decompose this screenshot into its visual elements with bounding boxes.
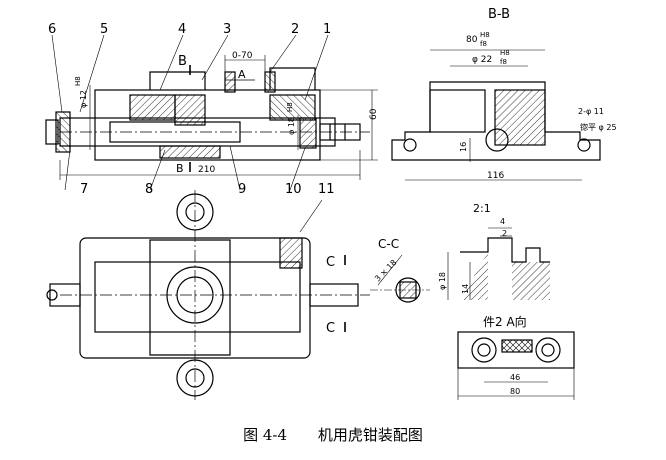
figure-number: 图 4-4 — [243, 426, 288, 444]
part-no-1: 1 — [323, 22, 331, 37]
section-c-bottom: C — [326, 321, 335, 336]
dim-width: 210 — [198, 165, 215, 175]
part2-view — [457, 331, 575, 400]
dim-phi18: φ 18 — [287, 117, 296, 135]
screw-thread — [109, 121, 241, 143]
side-screw-circle — [485, 128, 509, 152]
bb-title: B-B — [488, 7, 510, 22]
fixed-jaw — [269, 67, 316, 90]
figure-title: 机用虎钳装配图 — [317, 426, 423, 444]
dim-80-fit-den: f8 — [480, 40, 487, 48]
jaw-plate-right — [264, 71, 276, 93]
dim-phi12: φ 12 — [79, 90, 88, 108]
dim-116: 116 — [487, 171, 504, 181]
side-view-labels: B-B 80 H8 f8 φ 22 H8 f8 2-φ 11 锪平 φ 25 1… — [459, 7, 617, 181]
part-no-5: 5 — [100, 22, 108, 37]
nut — [174, 94, 206, 126]
detail-d2: 2 — [502, 229, 507, 238]
section-b-bottom: B — [176, 162, 184, 175]
dim-phi12-fit: H8 — [74, 76, 82, 86]
part2-knurl — [501, 339, 533, 353]
detail-labels: 2:1 4 2 φ 18 14 — [438, 202, 507, 294]
part2-d46: 46 — [510, 373, 520, 382]
dim-22-fit-den: f8 — [500, 58, 507, 66]
dim-travel: 0-70 — [232, 51, 253, 61]
part2-hole-left — [471, 337, 497, 363]
dim-height: 60 — [369, 108, 379, 120]
dim-22-fit-num: H8 — [500, 49, 510, 57]
dim-16: 16 — [459, 142, 468, 152]
screw-square-end — [319, 123, 361, 141]
part2-title: 件2 A向 — [483, 314, 527, 329]
top-hatch-block — [279, 237, 303, 269]
top-view — [46, 190, 370, 400]
body-lower-hatch — [159, 145, 221, 159]
detail-profile — [460, 237, 550, 263]
handle-collar — [55, 111, 71, 153]
section-b-top: B — [178, 54, 187, 69]
moving-jaw — [149, 71, 206, 90]
body-hatch-left — [129, 94, 176, 121]
body-hatch-right — [269, 94, 316, 121]
section-cc — [370, 254, 430, 303]
jaw-plate-left — [224, 71, 236, 93]
figure-caption: 图 4-4 机用虎钳装配图 — [0, 424, 666, 445]
detail-d14: 14 — [461, 284, 470, 294]
dim-22: φ 22 — [472, 55, 492, 65]
side-view — [391, 49, 601, 181]
part-no-6: 6 — [48, 22, 56, 37]
side-jaw-hatch — [494, 89, 546, 146]
right-washer — [299, 117, 317, 149]
part-no-11: 11 — [318, 182, 335, 197]
dim-holes: 2-φ 11 — [578, 107, 604, 116]
part-no-2: 2 — [291, 22, 299, 37]
hole-right — [577, 138, 591, 152]
part-no-8: 8 — [145, 182, 153, 197]
hole-left — [403, 138, 417, 152]
front-view — [45, 34, 378, 191]
part2-d80: 80 — [510, 387, 520, 396]
part-no-4: 4 — [178, 22, 186, 37]
part2-plate — [457, 331, 575, 369]
top-view-labels: C C — [326, 255, 335, 336]
cc-title: C-C — [378, 237, 399, 251]
front-view-labels: 6 5 4 3 2 1 7 8 9 10 11 B B 210 60 0-70 … — [48, 22, 379, 197]
dim-80-fit-num: H8 — [480, 31, 490, 39]
part-no-7: 7 — [80, 182, 88, 197]
view-a-label: A — [238, 68, 246, 81]
dim-80: 80 — [466, 35, 478, 45]
detail-phi18: φ 18 — [438, 272, 447, 290]
part2-hole-right — [535, 337, 561, 363]
part-no-9: 9 — [238, 182, 246, 197]
dim-phi18-fit: H8 — [286, 102, 294, 112]
part-no-3: 3 — [223, 22, 231, 37]
part2-labels: 件2 A向 46 80 — [483, 314, 527, 396]
top-jaw-arc — [149, 239, 231, 356]
section-cc-labels: C-C 3 × 18 — [373, 237, 399, 283]
part-no-10: 10 — [285, 182, 302, 197]
detail-view — [447, 227, 550, 300]
detail-d4: 4 — [500, 217, 505, 226]
dim-counterbore: 锪平 φ 25 — [580, 122, 617, 132]
section-c-top: C — [326, 255, 335, 270]
detail-scale: 2:1 — [473, 202, 491, 215]
cc-dim: 3 × 18 — [373, 258, 399, 284]
